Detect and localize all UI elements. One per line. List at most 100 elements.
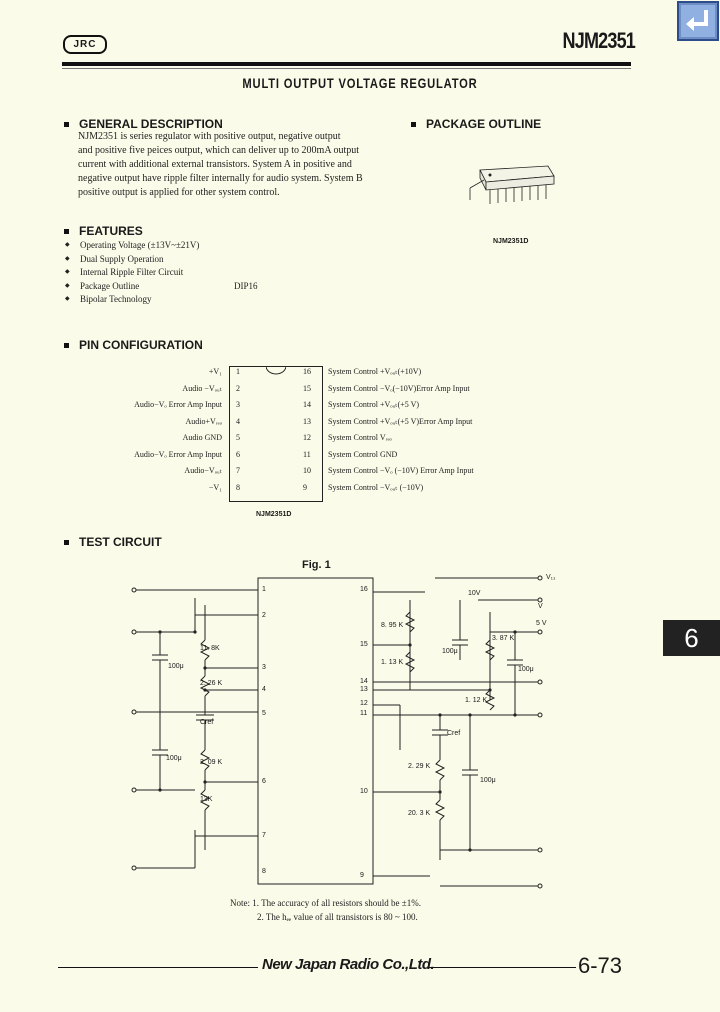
ic-pin-number: 4 xyxy=(262,686,266,693)
ic-pin-number: 15 xyxy=(360,641,368,648)
figure-label: Fig. 1 xyxy=(302,559,331,571)
ic-pin-number: 12 xyxy=(360,700,368,707)
pin-label: Audio −Vₒᵤₜ xyxy=(182,383,222,393)
ic-pin-number: 8 xyxy=(262,868,266,875)
pin-label: System Control −Vₒ (−10V) Error Amp Inpu… xyxy=(328,466,474,475)
desc-line: negative output have ripple filter inter… xyxy=(78,173,363,184)
jrc-logo: JRC xyxy=(63,35,107,54)
desc-line: and positive five peices output, which c… xyxy=(78,145,360,156)
feature-item: Internal Ripple Filter Circuit xyxy=(65,266,330,280)
pin-config-heading: PIN CONFIGURATION xyxy=(64,338,203,352)
pin-diagram-body xyxy=(229,365,323,502)
package-heading-text: PACKAGE OUTLINE xyxy=(426,117,542,131)
capacitor-label: 100μ xyxy=(442,648,458,655)
note-line: 2. The hₑₑ value of all transistors is 8… xyxy=(257,912,418,922)
part-number: NJM2351 xyxy=(562,28,636,53)
resistor-label: 11. 8K xyxy=(200,645,220,652)
pin-row-left: Audio GND 5 xyxy=(60,433,240,447)
page-title: MULTI OUTPUT VOLTAGE REGULATOR xyxy=(242,75,478,91)
package-value: DIP16 xyxy=(234,281,258,291)
feature-item: Dual Supply Operation xyxy=(65,253,330,267)
test-circuit-heading: TEST CIRCUIT xyxy=(64,535,162,549)
pin-number: 1 xyxy=(236,367,240,376)
bullet-square-icon xyxy=(64,343,69,349)
ic-pin-number: 2 xyxy=(262,612,266,619)
pin-config-heading-text: PIN CONFIGURATION xyxy=(79,338,203,352)
bullet-square-icon xyxy=(64,540,69,546)
resistor-label: 8. 95 K xyxy=(381,622,404,629)
pin-label: System Control +Vₒᵤₜ(+5 V) xyxy=(328,400,420,409)
pin-number: 11 xyxy=(303,449,311,459)
general-heading: GENERAL DESCRIPTION xyxy=(64,117,223,131)
page-number: 6-73 xyxy=(578,953,623,978)
pin-label: System Control Vᵣₑₒ xyxy=(328,433,392,442)
desc-line: NJM2351 is series regulator with positiv… xyxy=(78,131,341,142)
ic-pin-number: 16 xyxy=(360,586,368,593)
desc-line: positive output is applied for other sys… xyxy=(78,187,280,198)
dip-package-drawing xyxy=(460,158,560,223)
pin-number: 2 xyxy=(236,383,240,393)
note-line: Note: 1. The accuracy of all resistors s… xyxy=(230,898,421,908)
pin-label: Audio GND xyxy=(182,433,222,442)
ic-pin-number: 7 xyxy=(262,832,266,839)
features-heading: FEATURES xyxy=(64,224,143,238)
pin-number: 4 xyxy=(236,416,240,426)
ic-pin-number: 9 xyxy=(360,872,364,879)
feature-item: Package Outline xyxy=(65,280,330,294)
pin-row-left: Audio+Vᵣₑₒ 4 xyxy=(60,417,240,431)
pin-row-right: 10 System Control −Vₒ (−10V) Error Amp In… xyxy=(303,466,563,480)
pin-number: 15 xyxy=(303,383,311,393)
resistor-label: 2. 09 K xyxy=(200,759,223,766)
resistor-label: 1. 13 K xyxy=(381,659,404,666)
pin-label: Audio+Vᵣₑₒ xyxy=(185,416,222,426)
notch-icon xyxy=(266,365,286,375)
ic-pin-number: 5 xyxy=(262,710,266,717)
ic-pin-number: 11 xyxy=(360,710,368,717)
pin-number: 7 xyxy=(236,466,240,475)
terminal-label: 10V xyxy=(468,590,481,597)
pin-label: System Control −Vₒ(−10V)Error Amp Input xyxy=(328,383,470,393)
feature-item: Operating Voltage (±13V~±21V) xyxy=(65,239,330,253)
resistor-label: 2. 29 K xyxy=(408,763,431,770)
return-arrow-icon[interactable] xyxy=(676,0,720,42)
bullet-square-icon xyxy=(64,122,69,128)
features-list: Operating Voltage (±13V~±21V) Dual Suppl… xyxy=(65,239,330,307)
pin-label: −V₁ xyxy=(208,482,222,492)
resistor-label: 20. 3 K xyxy=(408,810,431,817)
pin-number: 16 xyxy=(303,367,311,376)
pin-row-right: 12 System Control Vᵣₑₒ xyxy=(303,433,563,447)
resistor-label: 2. 26 K xyxy=(200,680,223,687)
capacitor-label: 100μ xyxy=(168,663,184,670)
capacitor-label: 100μ xyxy=(518,666,534,673)
pin-label: Audio−Vₒ Error Amp Input xyxy=(134,400,222,409)
header-rule-thin xyxy=(62,68,631,69)
bullet-square-icon xyxy=(64,229,69,235)
pin-diagram-caption: NJM2351D xyxy=(256,511,292,518)
desc-line: current with additional external transis… xyxy=(78,159,352,170)
pin-number: 12 xyxy=(303,433,311,442)
pin-row-left: Audio −Vₒᵤₜ 2 xyxy=(60,384,240,398)
test-circuit-heading-text: TEST CIRCUIT xyxy=(79,535,162,549)
pin-number: 3 xyxy=(236,400,240,409)
section-tab[interactable]: 6 xyxy=(663,620,720,656)
pin-number: 9 xyxy=(303,482,307,492)
capacitor-label: 100μ xyxy=(166,755,182,762)
pin-label: System Control +Vₒᵤₜ(+5 V)Error Amp Inpu… xyxy=(328,416,473,426)
feature-item: Bipolar Technology xyxy=(65,293,330,307)
ic-pin-number: 10 xyxy=(360,788,368,795)
ic-pin-number: 13 xyxy=(360,686,368,693)
pin-number: 5 xyxy=(236,433,240,442)
terminal-label: V xyxy=(538,603,543,610)
terminal-label: 5 V xyxy=(536,620,547,627)
pin-number: 6 xyxy=(236,449,240,459)
pin-number: 10 xyxy=(303,466,311,475)
pin-row-left: Audio−Vₒ Error Amp Input 3 xyxy=(60,400,240,414)
capacitor-label: 100μ xyxy=(480,777,496,784)
